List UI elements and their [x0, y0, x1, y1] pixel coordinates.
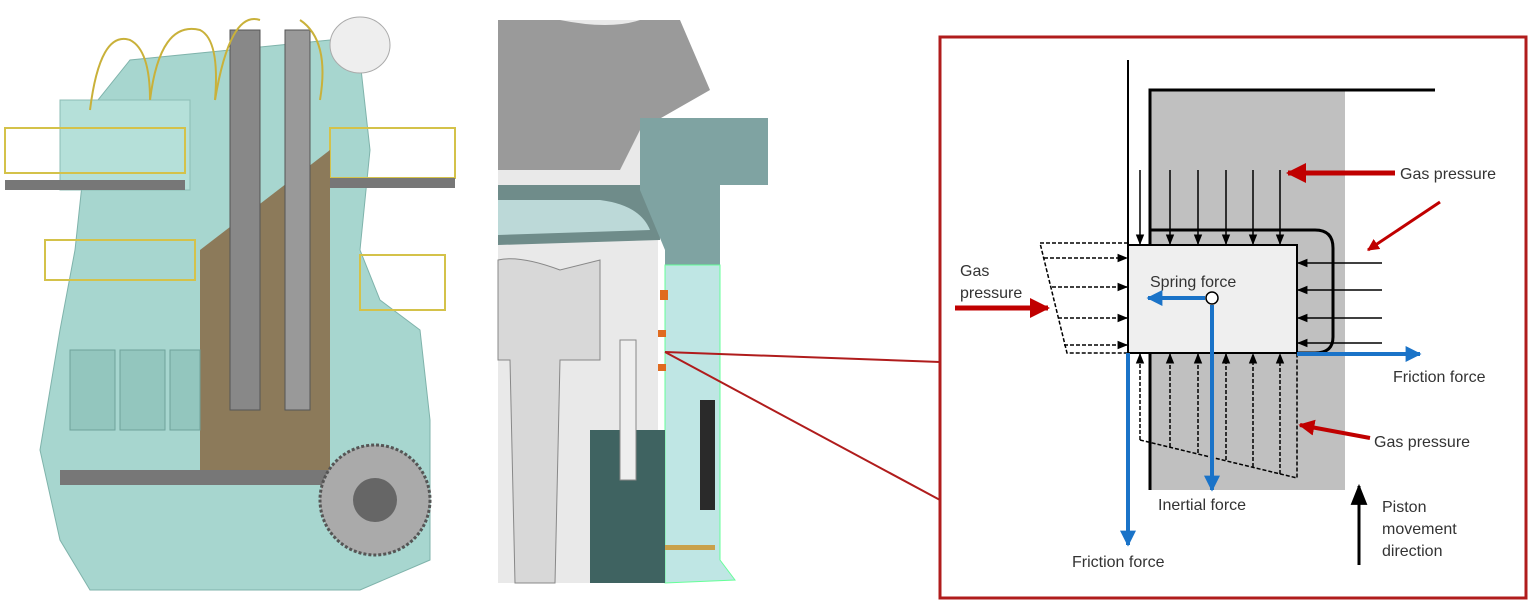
zoom-connector-top	[664, 351, 941, 363]
label-gas-pressure-bottom: Gas pressure	[1374, 434, 1470, 451]
piston-ring-force-diagram: Gas pressure Gas pressure Spring force F…	[938, 35, 1528, 600]
engine-illustration	[4, 16, 456, 591]
gas-pressure-arrows	[955, 163, 1441, 440]
label-friction-force-right: Friction force	[1393, 369, 1486, 386]
label-friction-force-bottom: Friction force	[1072, 554, 1165, 571]
ring-center-point	[1205, 291, 1219, 305]
label-piston-direction-1: Piston	[1382, 499, 1426, 516]
label-inertial-force: Inertial force	[1158, 497, 1246, 514]
cylinder-cross-section	[497, 20, 768, 584]
label-gas-pressure-left-2: pressure	[960, 285, 1022, 302]
label-piston-direction-3: direction	[1382, 543, 1442, 560]
zoom-connector-bottom	[664, 351, 941, 501]
label-piston-direction-2: movement	[1382, 521, 1457, 538]
force-arrows	[1120, 290, 1422, 547]
label-gas-pressure-top: Gas pressure	[1400, 166, 1496, 183]
label-gas-pressure-left: Gas	[960, 263, 989, 280]
label-spring-force: Spring force	[1150, 274, 1236, 291]
